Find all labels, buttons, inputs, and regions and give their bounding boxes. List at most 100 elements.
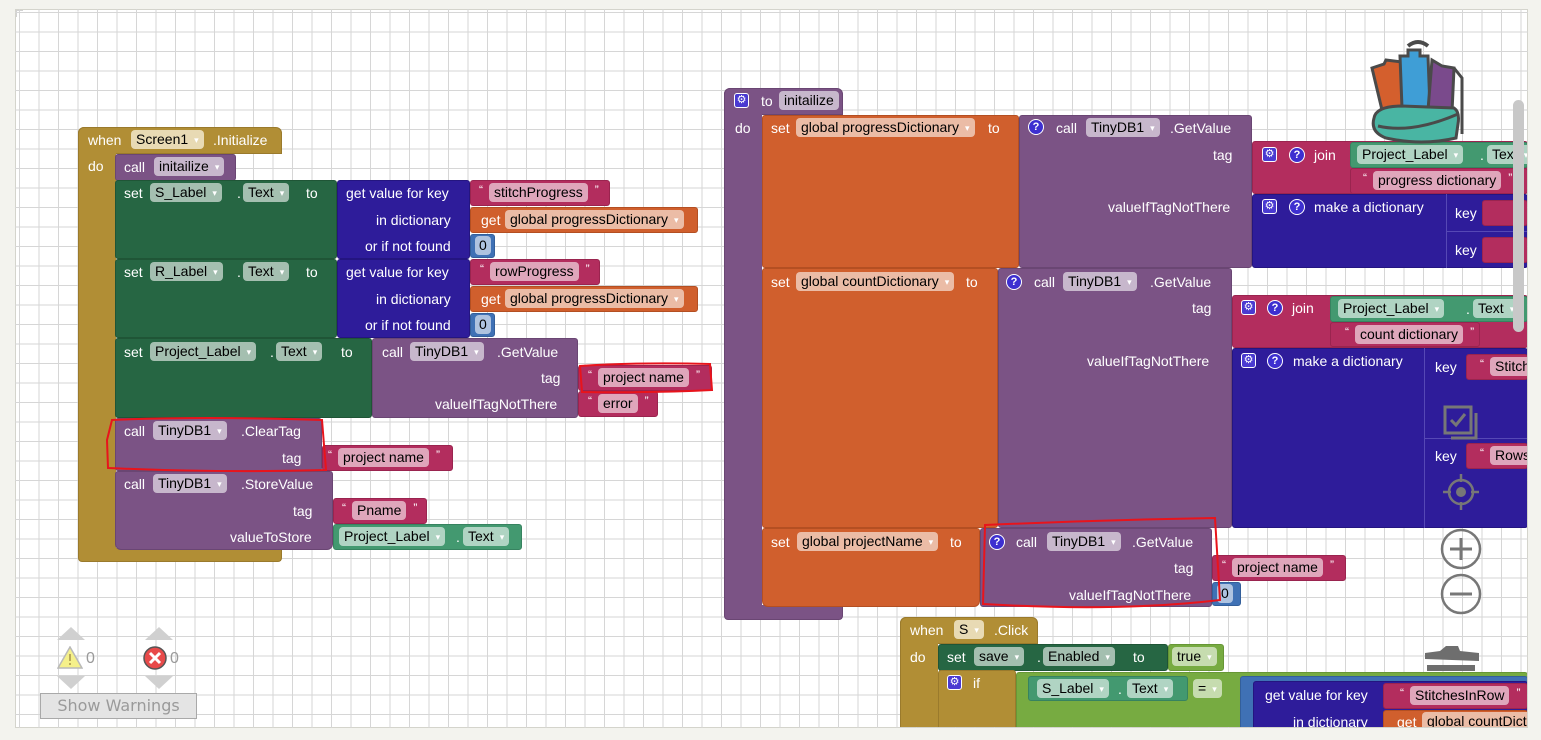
component-dropdown[interactable]: Project_Label	[1338, 299, 1445, 318]
property-dropdown[interactable]: Text	[1127, 679, 1174, 698]
tinydb-getvalue-block[interactable]	[998, 268, 1232, 528]
component-dropdown[interactable]: S_Label	[150, 183, 222, 202]
variable-dropdown[interactable]: global projectName	[797, 532, 939, 551]
property-dropdown[interactable]: Enabled	[1043, 647, 1115, 666]
help-icon[interactable]	[989, 534, 1005, 550]
property-dropdown[interactable]: Text	[243, 262, 290, 281]
number-value[interactable]: 0	[1217, 584, 1233, 603]
component-dropdown[interactable]: TinyDB1	[410, 342, 484, 361]
text-value[interactable]: rowProgress	[480, 260, 589, 281]
trash-icon[interactable]	[1422, 643, 1482, 673]
to-keyword: to	[988, 120, 1000, 136]
previous-warning-arrow-icon[interactable]	[57, 627, 85, 640]
set-keyword: set	[124, 264, 143, 280]
component-dropdown[interactable]: S	[954, 620, 984, 639]
text-value[interactable]: project name	[588, 366, 700, 387]
text-value[interactable]: stitchProgress	[479, 181, 598, 202]
property-dropdown[interactable]: Text	[1473, 299, 1520, 318]
text-value[interactable]: error	[588, 392, 648, 413]
zoom-in-icon[interactable]	[1440, 528, 1482, 570]
cleanup-icon[interactable]	[1443, 405, 1481, 443]
pair-divider	[1446, 231, 1527, 232]
mutator-gear-icon[interactable]	[1262, 147, 1277, 162]
next-error-arrow-icon[interactable]	[145, 676, 173, 689]
number-value[interactable]: 0	[475, 315, 491, 334]
help-icon[interactable]	[1028, 119, 1044, 135]
component-dropdown[interactable]: Project_Label	[339, 527, 446, 546]
call-keyword: call	[124, 423, 146, 439]
help-icon[interactable]	[1289, 199, 1305, 215]
component-dropdown[interactable]: TinyDB1	[1086, 118, 1160, 137]
get-value-for-key-block[interactable]	[337, 259, 470, 338]
call-keyword: call	[1034, 274, 1056, 290]
set-count-dictionary-block[interactable]	[762, 268, 998, 528]
text-value[interactable]: project name	[328, 446, 440, 467]
text-value[interactable]: Pname	[342, 499, 418, 520]
text-value[interactable]: project name	[1222, 556, 1334, 577]
dot-separator: .	[1466, 301, 1470, 317]
procedure-name-field[interactable]: initailize	[779, 91, 839, 110]
label-dictionary: in dictionary	[376, 291, 451, 307]
mutator-gear-icon[interactable]	[734, 93, 749, 108]
help-icon[interactable]	[1267, 353, 1283, 369]
tag-label: tag	[1174, 560, 1194, 576]
variable-dropdown[interactable]: global progressDictionary	[505, 289, 684, 308]
component-dropdown[interactable]: Project_Label	[150, 342, 257, 361]
boolean-dropdown[interactable]: true	[1172, 647, 1217, 666]
dot-separator: .	[1037, 649, 1041, 665]
label-key: get value for key	[1265, 687, 1368, 703]
get-value-for-key-block[interactable]	[337, 180, 470, 259]
text-value[interactable]: count dictionary	[1345, 323, 1474, 344]
variable-dropdown[interactable]: global progressDictionary	[796, 118, 975, 137]
default-label: valueIfTagNotThere	[1087, 353, 1210, 369]
mutator-gear-icon[interactable]	[1241, 353, 1256, 368]
set-keyword: set	[947, 649, 966, 665]
component-dropdown[interactable]: Project_Label	[1357, 145, 1464, 164]
vertical-scrollbar[interactable]	[1513, 100, 1524, 332]
text-value[interactable]: Stitch	[1480, 355, 1527, 376]
procedure-dropdown[interactable]: initailize	[154, 157, 225, 176]
help-icon[interactable]	[1267, 300, 1283, 316]
component-dropdown[interactable]: S_Label	[1037, 679, 1109, 698]
property-dropdown[interactable]: Text	[463, 527, 510, 546]
call-keyword: call	[1016, 534, 1038, 550]
text-value[interactable]: progress dictionary	[1363, 169, 1513, 190]
label-dictionary: in dictionary	[1293, 714, 1368, 730]
text-value[interactable]: StitchesInRow	[1400, 684, 1521, 705]
tinydb-getvalue-block[interactable]	[1019, 115, 1252, 268]
component-dropdown[interactable]: TinyDB1	[1063, 272, 1137, 291]
component-dropdown[interactable]: R_Label	[150, 262, 223, 281]
tag-label: tag	[1192, 300, 1212, 316]
property-dropdown[interactable]: Text	[276, 342, 323, 361]
component-dropdown[interactable]: save	[974, 647, 1025, 666]
previous-error-arrow-icon[interactable]	[145, 627, 173, 640]
component-dropdown[interactable]: TinyDB1	[1047, 532, 1121, 551]
variable-dropdown[interactable]: global progressDictionary	[505, 210, 684, 229]
to-keyword: to	[950, 534, 962, 550]
center-workspace-icon[interactable]	[1441, 472, 1481, 512]
call-keyword: call	[1056, 120, 1078, 136]
variable-dropdown[interactable]: global countDict	[1422, 712, 1527, 727]
tag-label: tag	[282, 450, 302, 466]
text-value[interactable]: Rows	[1480, 444, 1527, 465]
component-dropdown[interactable]: Screen1	[131, 130, 204, 149]
mutator-gear-icon[interactable]	[947, 675, 962, 690]
number-value[interactable]: 0	[475, 236, 491, 255]
operator-dropdown[interactable]: =	[1193, 679, 1222, 698]
component-dropdown[interactable]: TinyDB1	[153, 421, 227, 440]
property-dropdown[interactable]: Text	[243, 183, 290, 202]
tag-label: tag	[541, 370, 561, 386]
do-keyword: do	[88, 158, 104, 174]
help-icon[interactable]	[1006, 274, 1022, 290]
component-dropdown[interactable]: TinyDB1	[153, 474, 227, 493]
set-progress-dictionary-block[interactable]	[762, 115, 1019, 268]
warning-icon	[57, 646, 83, 669]
help-icon[interactable]	[1289, 147, 1305, 163]
mutator-gear-icon[interactable]	[1262, 199, 1277, 214]
next-warning-arrow-icon[interactable]	[57, 676, 85, 689]
backpack-icon[interactable]	[1362, 38, 1477, 146]
show-warnings-button[interactable]: Show Warnings	[40, 693, 197, 719]
variable-dropdown[interactable]: global countDictionary	[796, 272, 955, 291]
mutator-gear-icon[interactable]	[1241, 300, 1256, 315]
zoom-out-icon[interactable]	[1440, 573, 1482, 615]
